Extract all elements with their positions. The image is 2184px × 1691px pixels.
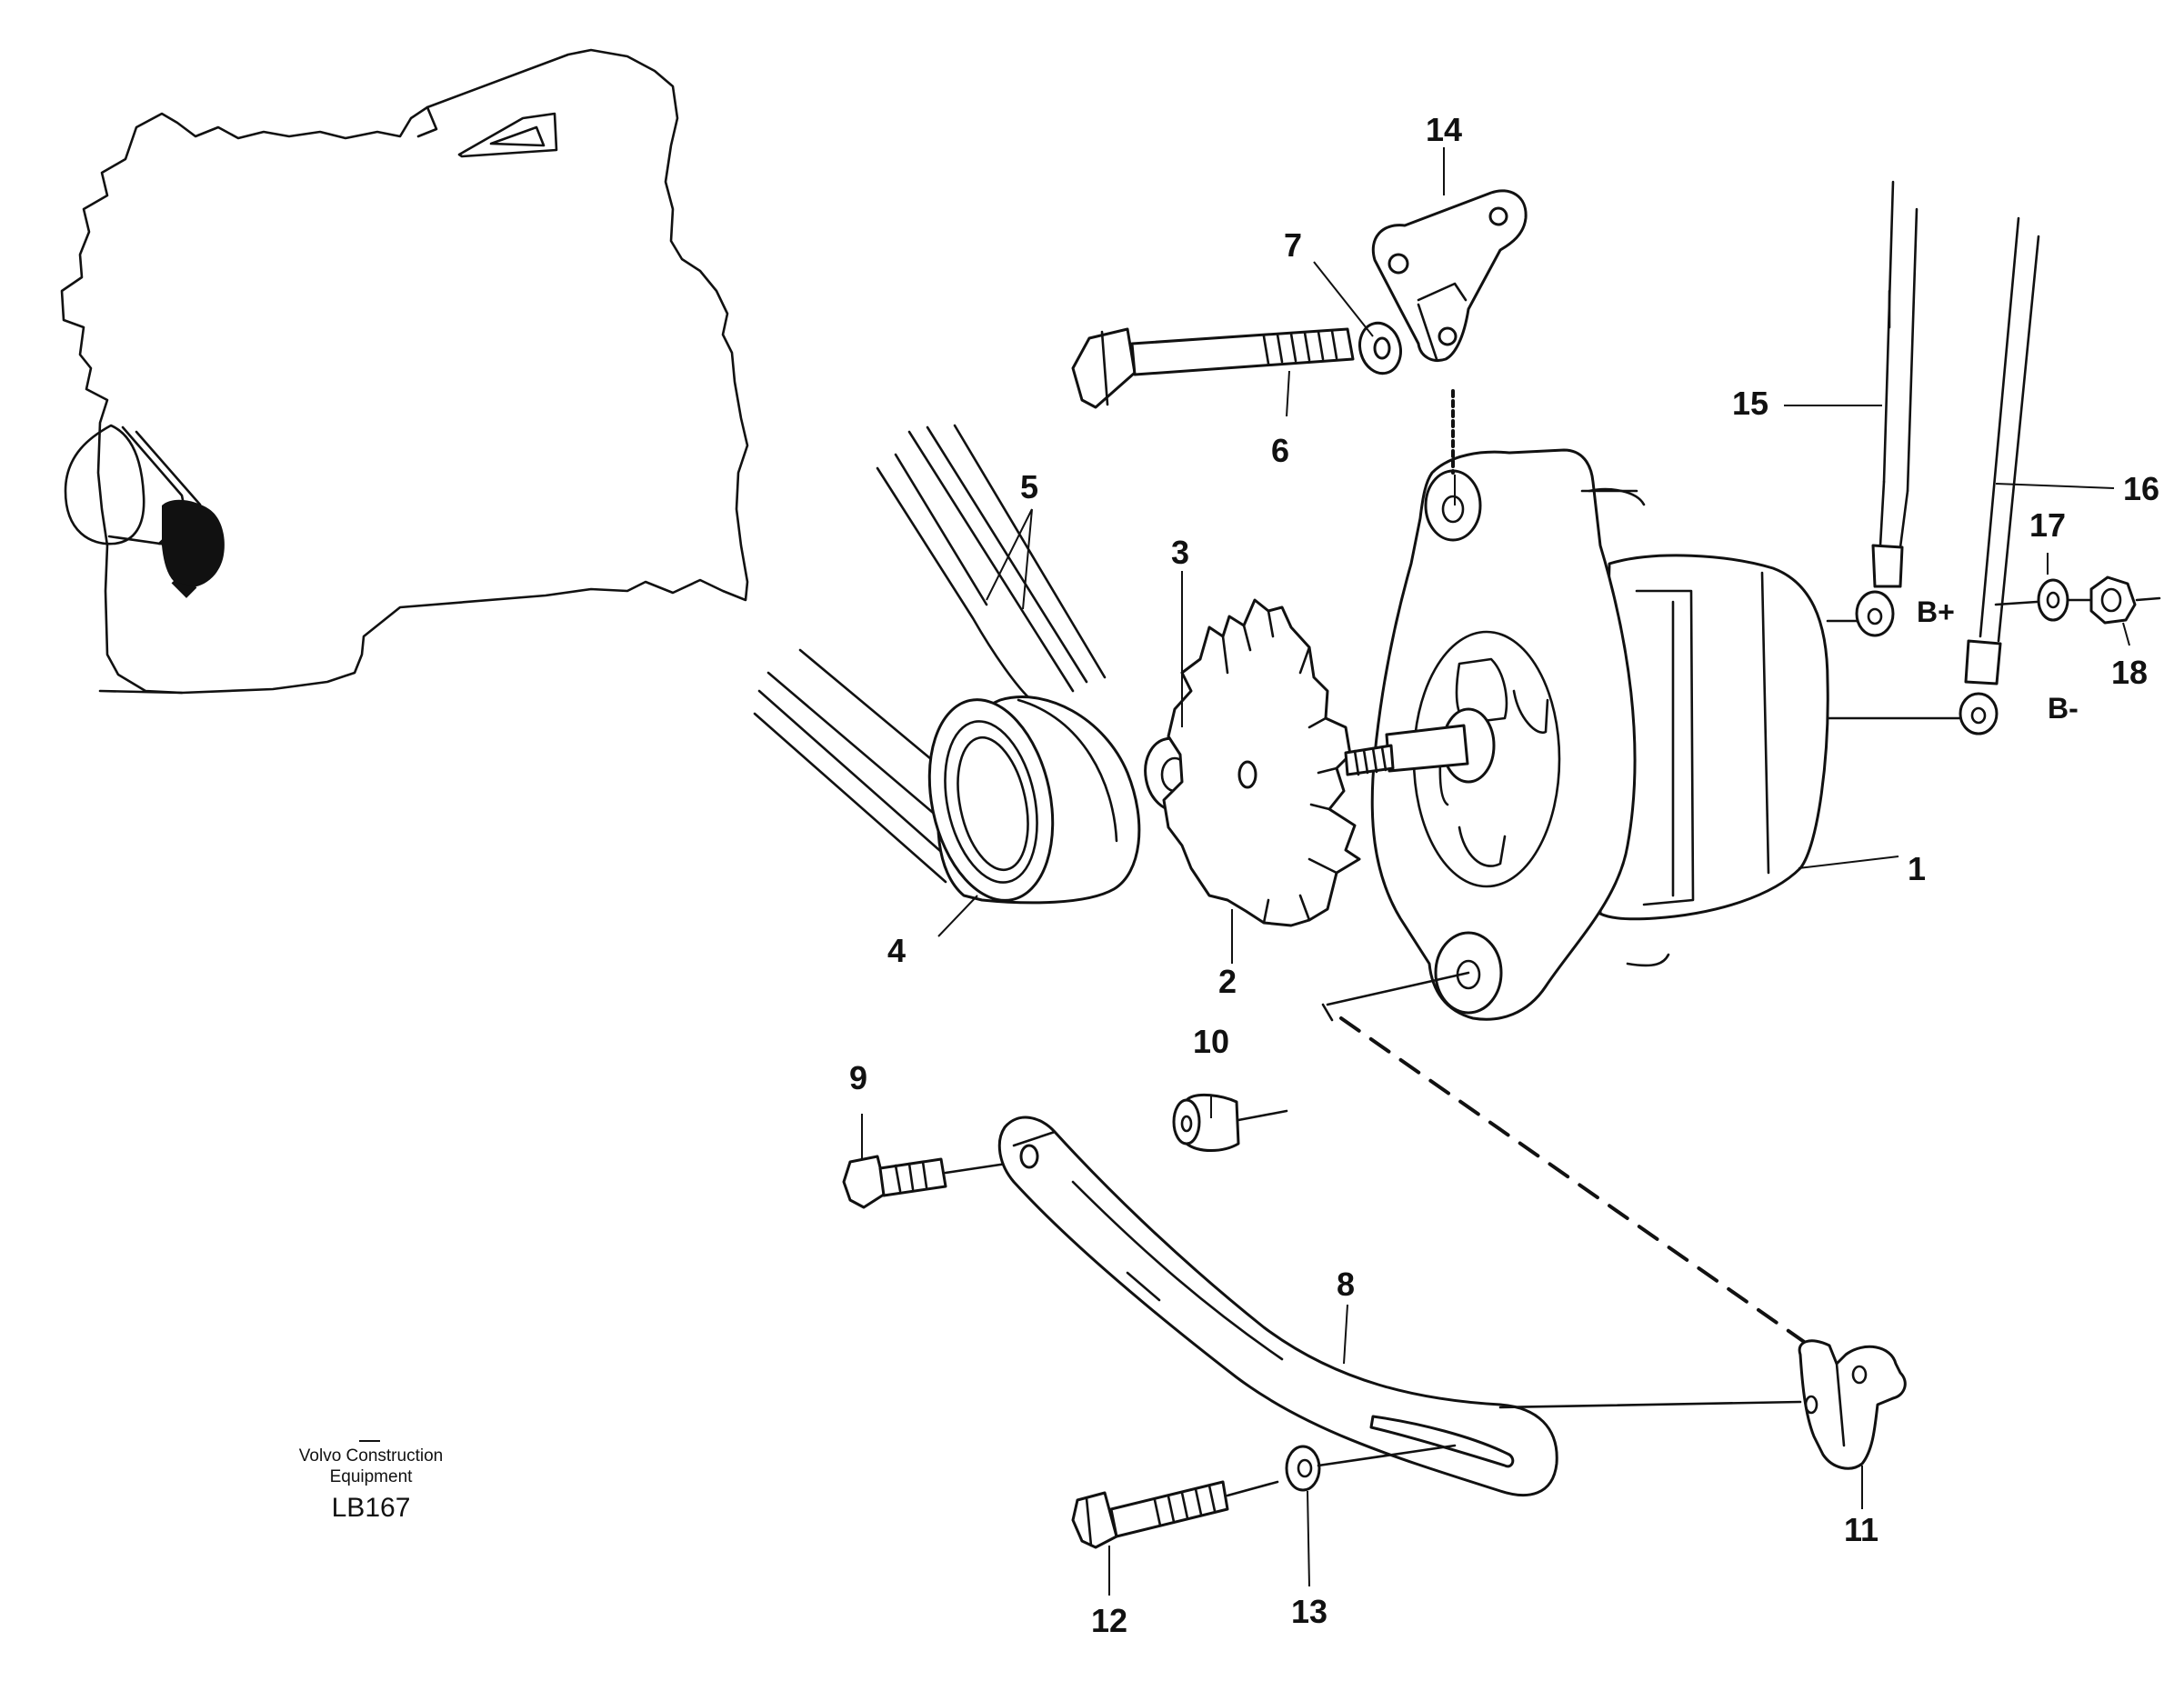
part-1-alternator (1344, 448, 1984, 1021)
part-7-washer (1358, 321, 1402, 375)
callout-16: 16 (2123, 470, 2159, 507)
figure-code: LB167 (332, 1493, 411, 1523)
part-16-cable (1959, 216, 2040, 735)
part-10-spacer (1172, 1093, 1288, 1152)
callout-3: 3 (1171, 534, 1189, 571)
part-15-cable (1855, 180, 1919, 637)
part-14-bracket (1371, 189, 1528, 362)
callout-1: 1 (1908, 850, 1926, 887)
callout-9: 9 (849, 1059, 867, 1096)
credit-line-2: Equipment (330, 1467, 414, 1486)
leader-lines (861, 147, 2130, 1596)
terminal-b-plus-label: B+ (1917, 595, 1955, 628)
credit-line-1: Volvo Construction (299, 1446, 443, 1466)
engine-overview-inset (60, 48, 749, 695)
part-6-bolt (1071, 327, 1355, 409)
alignment-lines (1321, 389, 1811, 1347)
credit-block: Volvo Construction Equipment LB167 (299, 1440, 443, 1523)
callout-17: 17 (2029, 506, 2066, 544)
callout-4: 4 (887, 932, 906, 969)
terminal-b-minus-label: B- (2048, 692, 2079, 725)
callout-12: 12 (1091, 1602, 1127, 1639)
part-8-adjusting-arm (997, 1116, 1802, 1497)
part-17-washer (2037, 578, 2069, 622)
callout-10: 10 (1193, 1023, 1229, 1060)
callout-6: 6 (1271, 432, 1289, 469)
callout-2: 2 (1218, 963, 1237, 1000)
callout-18: 18 (2111, 654, 2148, 691)
part-11-bracket (1798, 1339, 1907, 1470)
part-9-bolt (842, 1155, 1020, 1209)
callout-7: 7 (1284, 226, 1302, 264)
part-12-bolt (1071, 1480, 1279, 1549)
part-5-drive-belts (753, 424, 1107, 884)
callout-8: 8 (1337, 1266, 1355, 1303)
part-18-nut (2089, 575, 2137, 625)
callout-14: 14 (1426, 111, 1462, 148)
callout-15: 15 (1732, 385, 1768, 422)
callout-labels: 1 2 3 4 5 6 7 8 9 10 11 12 13 14 15 16 1… (849, 111, 2159, 1639)
part-13-washer (1285, 1444, 1457, 1492)
part-2-fan (1162, 598, 1361, 927)
callout-13: 13 (1291, 1593, 1327, 1630)
callout-11: 11 (1844, 1511, 1878, 1548)
callout-5: 5 (1020, 468, 1038, 505)
part-4-pulley (927, 695, 1141, 905)
